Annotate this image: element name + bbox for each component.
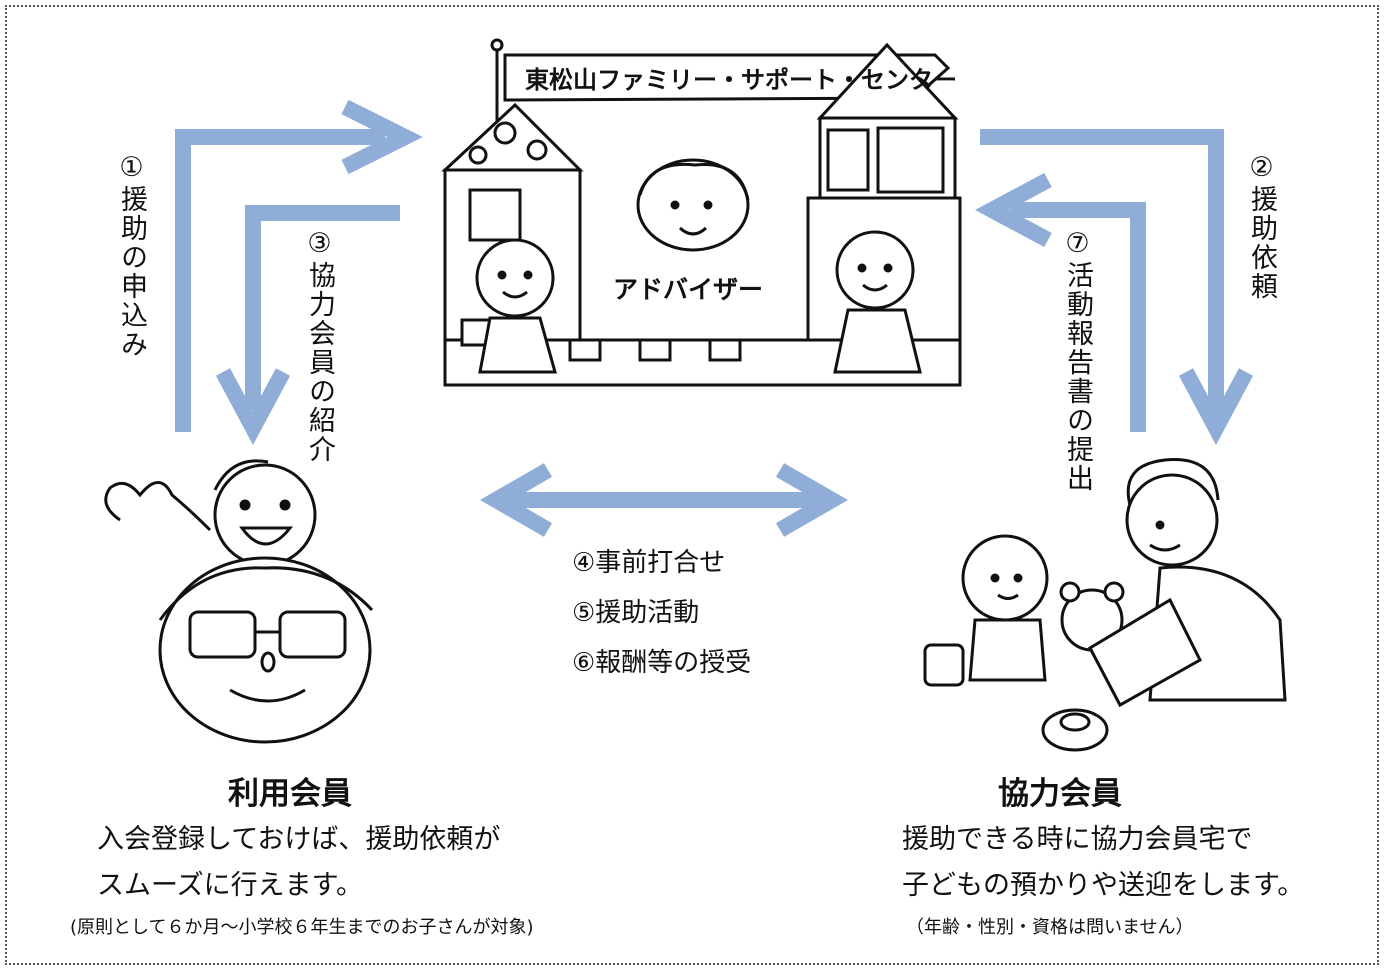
arrowhead-report <box>975 172 1052 248</box>
banner-flag <box>503 53 951 102</box>
arrowhead-apply <box>341 99 423 175</box>
step-1-apply-label: ①援助の申込み <box>116 152 147 359</box>
user-member-title: 利用会員 <box>228 776 352 812</box>
helper-member-desc-line2: 子どもの預かりや送迎をします。 <box>902 870 1305 901</box>
helper-member-desc-line1: 援助できる時に協力会員宅で <box>902 824 1253 855</box>
advisor-face <box>636 158 750 252</box>
helper-member-illustration <box>923 458 1287 752</box>
arrow-apply <box>175 129 385 432</box>
step-7-report-label: ⑦活動報告書の提出 <box>1062 228 1093 493</box>
advisor-label: アドバイザー <box>613 275 763 304</box>
step-4-meeting-label: ④事前打合せ <box>572 548 726 578</box>
arrowhead-left <box>479 463 552 537</box>
arrow-request <box>980 129 1224 410</box>
step-3-introduce-label: ③協力会員の紹介 <box>304 228 335 464</box>
step-5-activity-label: ⑤援助活動 <box>572 598 700 628</box>
user-member-note: (原則として６か月～小学校６年生までのお子さんが対象) <box>70 917 534 938</box>
arrow-introduce <box>245 205 400 410</box>
arrowhead-request <box>1178 368 1254 445</box>
user-member-desc-line2: スムーズに行えます。 <box>97 870 363 901</box>
right-child-face <box>835 230 915 310</box>
arrows <box>175 129 1224 508</box>
center-banner-text: 東松山ファミリー・サポート・センター <box>525 66 957 94</box>
arrowhead-right <box>776 463 849 537</box>
arrow-report <box>1010 202 1146 432</box>
helper-member-note: （年齢・性別・資格は問いません） <box>906 917 1194 938</box>
left-child-face <box>475 238 555 318</box>
helper-member-title: 協力会員 <box>998 776 1122 812</box>
user-member-desc-line1: 入会登録しておけば、援助依頼が <box>97 824 501 855</box>
user-member-illustration <box>104 459 374 744</box>
step-6-payment-label: ⑥報酬等の授受 <box>572 648 752 678</box>
center-illustration <box>441 38 962 387</box>
step-2-request-label: ②援助依頼 <box>1246 152 1277 301</box>
arrowhead-introduce <box>215 368 291 445</box>
diagram-border <box>5 5 1379 965</box>
